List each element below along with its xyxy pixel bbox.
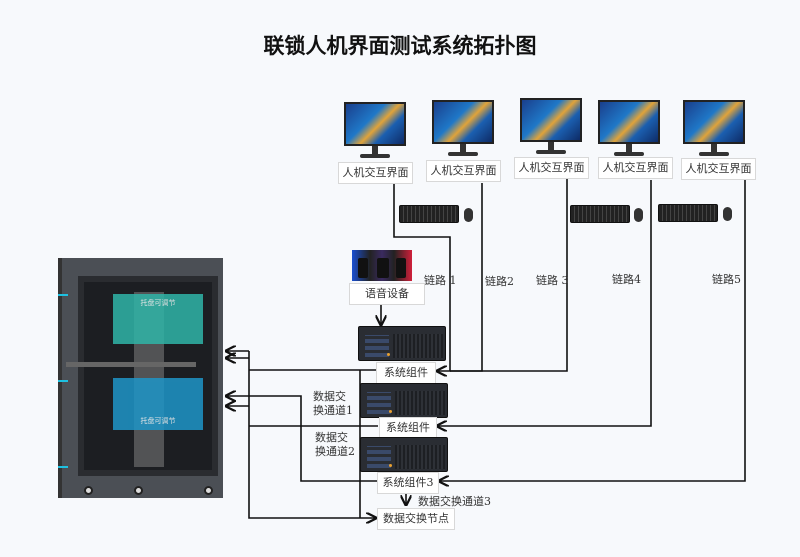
link4-line	[437, 180, 652, 426]
channel2-line	[226, 396, 378, 482]
monitor-icon	[598, 100, 660, 160]
speaker-icon	[352, 250, 412, 281]
link-4-label: 链路4	[612, 273, 641, 286]
mouse-icon	[634, 208, 643, 222]
channel-3-label: 数据交换通道3	[418, 495, 491, 508]
channel-1-label-b: 换通道1	[313, 404, 353, 417]
link-5-label: 链路5	[712, 273, 741, 286]
hmi-label-4: 人机交互界面	[598, 157, 673, 179]
voice-device-label: 语音设备	[349, 283, 425, 305]
rack-up-label: 托盘可调节	[113, 294, 203, 344]
server-icon	[360, 437, 448, 472]
mouse-icon	[723, 207, 732, 221]
hmi-label-1: 人机交互界面	[338, 162, 413, 184]
link-1-label: 链路 1	[424, 274, 457, 287]
keyboard-icon	[399, 205, 459, 223]
monitor-icon	[520, 98, 582, 158]
mouse-icon	[464, 208, 473, 222]
component-1-label: 系统组件	[376, 362, 436, 384]
link5-line	[439, 180, 746, 481]
keyboard-icon	[570, 205, 630, 223]
link-2-label: 链路2	[485, 275, 514, 288]
link1-line	[393, 183, 451, 371]
rack-down-label: 托盘可调节	[113, 378, 203, 430]
server-rack-image: 托盘可调节 托盘可调节	[58, 258, 223, 498]
hmi-label-2: 人机交互界面	[426, 160, 501, 182]
monitor-icon	[683, 100, 745, 160]
link-3-label: 链路 3	[536, 274, 569, 287]
data-exchange-node-label: 数据交换节点	[377, 508, 455, 530]
channel-1-label-a: 数据交	[313, 390, 346, 403]
monitor-icon	[344, 102, 406, 162]
server-icon	[360, 383, 448, 418]
diagram-title: 联锁人机界面测试系统拓扑图	[263, 34, 537, 58]
component-2-label: 系统组件	[379, 417, 437, 439]
channel-2-label-b: 换通道2	[315, 445, 355, 458]
keyboard-icon	[658, 204, 718, 222]
server-icon	[358, 326, 446, 361]
bus-left	[248, 351, 376, 518]
monitor-icon	[432, 100, 494, 160]
hmi-label-3: 人机交互界面	[514, 157, 589, 179]
hmi-label-5: 人机交互界面	[681, 158, 756, 180]
channel-2-label-a: 数据交	[315, 431, 348, 444]
link3-line	[450, 179, 568, 372]
component-3-label: 系统组件3	[377, 472, 439, 494]
